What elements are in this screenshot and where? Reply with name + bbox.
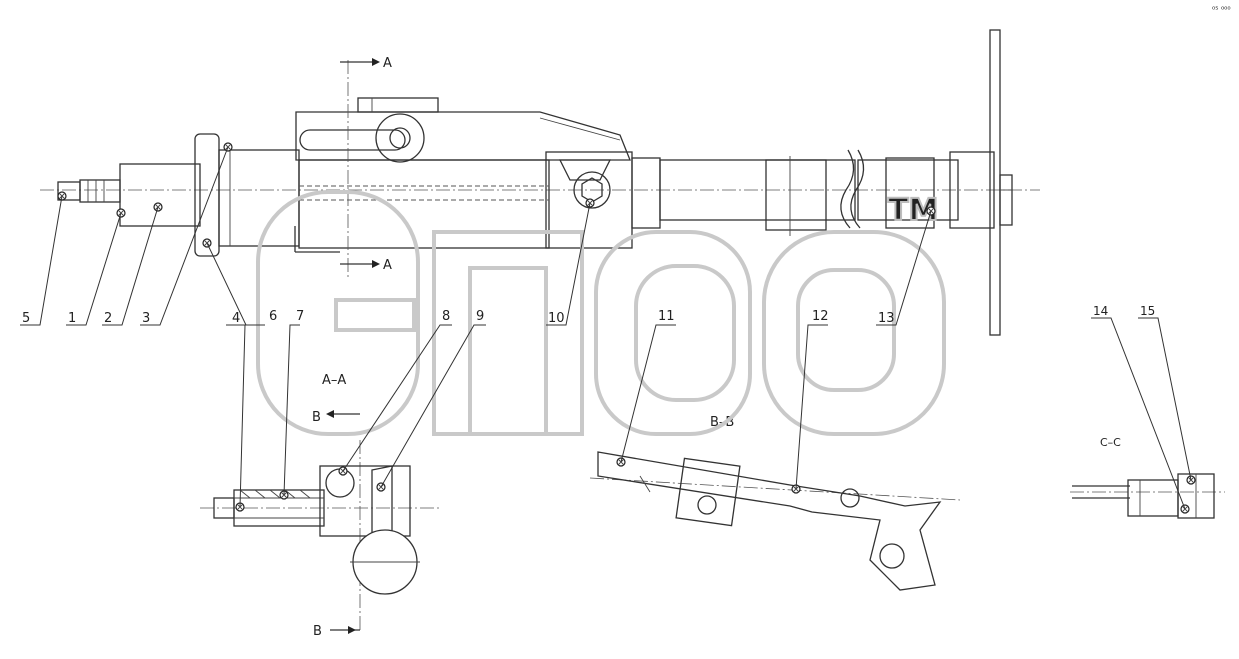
callout-1: 1 [68, 311, 76, 326]
watermark-mark: TM [888, 193, 938, 228]
leader-lines [20, 146, 1192, 510]
section-bb-view: B–B [589, 415, 961, 591]
section-aa-title: A–A [322, 373, 346, 388]
callout-14: 14 [1093, 304, 1108, 318]
section-aa-view: A–A [200, 373, 440, 630]
callout-9: 9 [476, 309, 484, 324]
callout-4: 4 [232, 311, 240, 326]
callout-5: 5 [22, 311, 30, 326]
callout-11: 11 [658, 309, 675, 324]
section-a-label-bottom: A [383, 258, 392, 273]
callout-15: 15 [1140, 304, 1155, 318]
section-b-label-bottom: B [313, 624, 322, 639]
section-cc-title: С–С [1100, 436, 1121, 449]
section-a-markers: A A [340, 56, 392, 280]
section-cc-view: С–С [1070, 436, 1225, 519]
corner-mark: ⁰⁵ ⁰⁰⁰ [1212, 5, 1231, 14]
callout-8: 8 [442, 309, 450, 324]
callout-3: 3 [142, 311, 150, 326]
callout-12: 12 [812, 309, 829, 324]
callout-10: 10 [548, 311, 565, 326]
callout-7: 7 [296, 309, 304, 324]
callout-6: 6 [269, 309, 277, 324]
main-assembly-view [40, 29, 1040, 336]
callout-numbers: 5 1 2 3 4 6 7 8 9 10 11 12 13 14 15 [22, 304, 1155, 326]
section-b-markers: B B [312, 410, 360, 639]
section-a-label-top: A [383, 56, 392, 71]
callout-2: 2 [104, 311, 112, 326]
callout-13: 13 [878, 311, 895, 326]
section-b-label-top: B [312, 410, 321, 425]
watermark-logo: TM [256, 190, 946, 436]
